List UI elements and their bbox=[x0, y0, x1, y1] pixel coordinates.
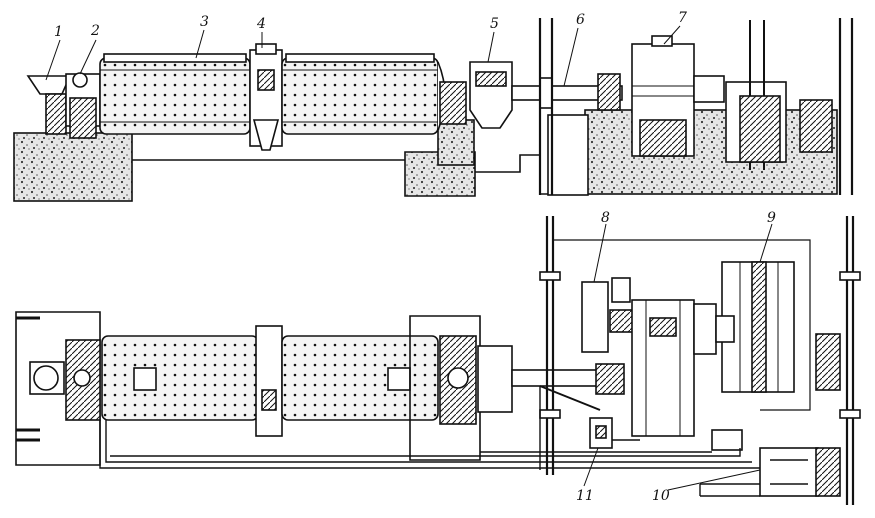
mill-shell-plan-left bbox=[101, 335, 259, 421]
feeder-hopper bbox=[26, 75, 72, 95]
foundation-left bbox=[13, 132, 133, 202]
callout-9: 9 bbox=[767, 210, 776, 226]
girth-gear-plan bbox=[255, 325, 283, 437]
callout-3: 3 bbox=[200, 14, 209, 30]
foundation-block-center bbox=[437, 119, 475, 166]
mill-shell-right bbox=[281, 57, 439, 135]
pit-left bbox=[547, 114, 589, 196]
callout-5: 5 bbox=[490, 16, 499, 32]
callout-10: 10 bbox=[652, 488, 670, 504]
callout-1: 1 bbox=[54, 24, 63, 40]
callout-7: 7 bbox=[678, 10, 687, 26]
feeder-legs bbox=[45, 93, 67, 135]
plan-view bbox=[15, 216, 861, 505]
mill-shell-plan-right bbox=[281, 335, 439, 421]
callout-4: 4 bbox=[256, 16, 266, 32]
mill-shell-left bbox=[99, 57, 251, 135]
callouts bbox=[45, 25, 773, 491]
callout-8: 8 bbox=[601, 210, 610, 226]
callout-11: 11 bbox=[576, 488, 594, 504]
side-elevation-view bbox=[13, 18, 854, 202]
feed-bearing bbox=[69, 97, 97, 139]
feed-pinion bbox=[72, 72, 88, 88]
floor-steps bbox=[132, 154, 585, 195]
callout-6: 6 bbox=[576, 12, 585, 28]
feeder-plan bbox=[33, 365, 59, 391]
callout-2: 2 bbox=[90, 23, 100, 39]
oil-cooler bbox=[759, 447, 819, 497]
oil-pump-unit bbox=[581, 281, 609, 353]
foundation-right bbox=[584, 109, 838, 195]
